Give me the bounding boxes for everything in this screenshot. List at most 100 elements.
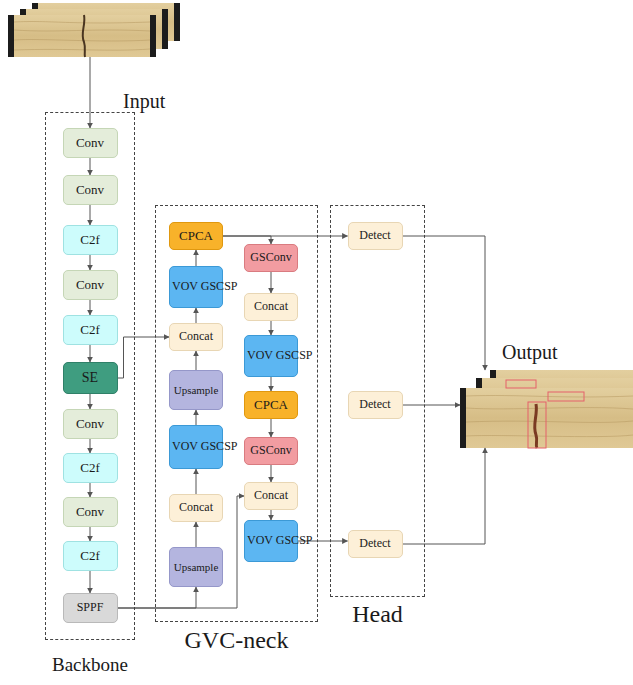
detection-box xyxy=(548,392,584,401)
conv-block: Conv xyxy=(63,497,118,527)
block-label: Concat xyxy=(245,489,297,502)
block-label: Conv xyxy=(64,417,117,431)
flow-arrow xyxy=(90,394,91,409)
input-image xyxy=(8,3,180,57)
cpca-block: CPCA xyxy=(169,222,223,250)
output-image xyxy=(460,370,633,448)
flow-arrow xyxy=(196,469,197,494)
block-label: VOV GSCSP xyxy=(170,440,222,453)
flow-arrow xyxy=(271,465,272,482)
conv-block: Conv xyxy=(63,270,118,300)
wood-board xyxy=(14,15,150,57)
flow-arrow xyxy=(196,308,197,323)
block-label: Conv xyxy=(64,505,117,519)
section-title: Head xyxy=(331,601,424,627)
vov-gscsp-block: VOV GSCSP xyxy=(169,425,223,469)
conv-block: Conv xyxy=(63,409,118,439)
flow-arrow xyxy=(271,377,272,391)
se-block: SE xyxy=(63,362,118,394)
image-panel: Input xyxy=(8,5,180,57)
block-label: Detect xyxy=(349,537,402,550)
block-label: C2f xyxy=(64,233,117,247)
c2f-block: C2f xyxy=(63,315,118,345)
section-title: Input xyxy=(123,90,165,112)
block-label: VOV GSCSP xyxy=(245,534,297,547)
block-label: C2f xyxy=(64,323,117,337)
wood-grain xyxy=(466,396,633,437)
conv-block: Conv xyxy=(63,175,118,205)
block-label: SE xyxy=(64,370,117,385)
section-title: Backbone xyxy=(46,655,134,676)
gsconv-block: GSConv xyxy=(244,437,298,465)
block-label: Conv xyxy=(64,183,117,197)
c2f-block: C2f xyxy=(63,453,118,483)
block-label: Conv xyxy=(64,136,117,150)
flow-arrow xyxy=(196,351,197,370)
board-frame xyxy=(8,15,156,57)
flow-arrow xyxy=(403,405,461,406)
block-label: C2f xyxy=(64,549,117,563)
c2f-block: C2f xyxy=(63,541,118,571)
block-label: C2f xyxy=(64,461,117,475)
flow-arrow xyxy=(298,541,348,542)
block-label: CPCA xyxy=(170,229,222,243)
flow-arrow xyxy=(223,236,271,244)
flow-arrow xyxy=(403,236,486,370)
block-label: Detect xyxy=(349,398,402,411)
concat-block: Concat xyxy=(169,494,223,522)
concat-block: Concat xyxy=(244,482,298,510)
block-label: CPCA xyxy=(245,398,297,412)
flow-arrow xyxy=(90,255,91,270)
block-label: Upsample xyxy=(170,384,222,396)
block-label: SPPF xyxy=(64,601,117,614)
wood-crack xyxy=(83,15,85,57)
block-label: VOV GSCSP xyxy=(170,280,222,293)
flow-arrow xyxy=(118,496,245,608)
flow-arrow xyxy=(271,510,272,520)
detect-block: Detect xyxy=(348,222,403,250)
flow-arrow xyxy=(271,419,272,437)
flow-arrow xyxy=(271,321,272,335)
flow-arrow xyxy=(90,158,91,175)
image-panel: Output xyxy=(460,370,633,448)
block-label: Concat xyxy=(170,330,222,343)
block-label: VOV GSCSP xyxy=(245,349,297,362)
dashed-group: HeadDetectDetectDetect xyxy=(330,205,425,597)
section-title: Output xyxy=(502,341,558,363)
concat-block: Concat xyxy=(169,323,223,351)
block-label: Concat xyxy=(170,501,222,514)
flow-arrow xyxy=(271,272,272,293)
upsample-block: Upsample xyxy=(169,370,223,410)
flow-arrow xyxy=(118,587,197,608)
c2f-block: C2f xyxy=(63,225,118,255)
block-label: GSConv xyxy=(245,444,297,457)
section-title: GVC-neck xyxy=(156,627,317,653)
detect-block: Detect xyxy=(348,391,403,419)
sppf-block: SPPF xyxy=(63,593,118,623)
block-label: Upsample xyxy=(170,561,222,573)
flow-arrow xyxy=(90,345,91,362)
board-frame xyxy=(460,388,633,448)
flow-arrow xyxy=(90,57,91,128)
vov-gscsp-block: VOV GSCSP xyxy=(244,520,298,562)
block-label: Concat xyxy=(245,300,297,313)
block-label: GSConv xyxy=(245,251,297,264)
flow-arrow xyxy=(90,300,91,315)
wood-crack xyxy=(535,404,537,448)
dashed-group: BackboneConvConvC2fConvC2fSEConvC2fConvC… xyxy=(45,112,135,640)
cpca-block: CPCA xyxy=(244,391,298,419)
flow-arrow xyxy=(90,527,91,541)
conv-block: Conv xyxy=(63,128,118,158)
flow-arrow xyxy=(90,571,91,593)
block-label: Detect xyxy=(349,229,402,242)
flow-arrow xyxy=(196,410,197,425)
concat-block: Concat xyxy=(244,293,298,321)
detect-block: Detect xyxy=(348,530,403,558)
gsconv-block: GSConv xyxy=(244,244,298,272)
flow-arrow xyxy=(196,522,197,547)
flow-arrow xyxy=(118,337,170,378)
detection-box xyxy=(528,402,546,448)
flow-arrow xyxy=(90,439,91,453)
wood-board xyxy=(466,388,633,448)
